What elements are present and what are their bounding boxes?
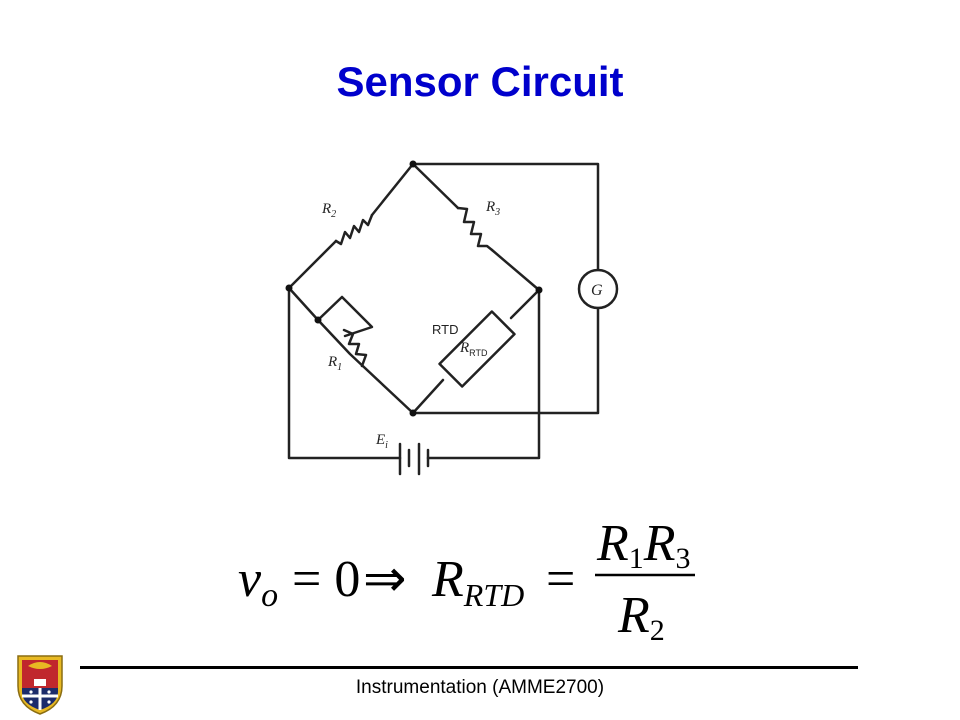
wire-top-right <box>411 162 460 210</box>
node-top <box>409 160 417 168</box>
eq-numerator: R1R3 <box>596 515 691 575</box>
wire-bottom-right-2 <box>509 288 541 320</box>
wire-source-right <box>426 288 541 460</box>
label-r3: R3 <box>485 199 500 218</box>
label-rtd-tag: RTD <box>432 322 458 337</box>
wire-top-left <box>287 239 338 290</box>
eq-equals-zero: = 0 <box>292 551 360 608</box>
resistor-r3 <box>456 206 494 252</box>
eq-equals: = <box>546 551 575 608</box>
node-left <box>285 284 293 292</box>
label-source: Ei <box>375 432 388 451</box>
eq-implies: ⇒ <box>363 551 407 608</box>
wire-bottom-right-1 <box>411 378 445 415</box>
wire-galvanometer-top <box>411 162 600 272</box>
label-galvanometer: G <box>591 282 603 299</box>
node-bottom <box>409 409 417 417</box>
rtd-element <box>438 310 516 388</box>
resistor-r2 <box>334 213 374 246</box>
label-rrtd: RRTD <box>459 340 488 358</box>
wire-top-right-2 <box>490 248 541 292</box>
battery <box>398 442 430 476</box>
balance-equation: vo = 0 ⇒ RRTD = R1R3 R2 <box>238 515 695 647</box>
wire-top-left-2 <box>370 162 415 217</box>
label-r2: R2 <box>321 201 336 220</box>
eq-vo: vo <box>238 551 278 614</box>
footer-course-name: Instrumentation (AMME2700) <box>355 677 605 698</box>
wire-galvanometer-bottom <box>411 306 600 415</box>
variable-resistor-loop <box>316 295 374 338</box>
footer-rule <box>80 666 858 669</box>
node-r1-tap <box>314 316 322 324</box>
eq-rrtd: RRTD <box>431 551 524 613</box>
wire-bottom-left <box>287 286 415 415</box>
slide-title: Sensor Circuit <box>336 58 624 105</box>
university-crest-logo <box>17 655 63 715</box>
label-r1: R1 <box>327 354 342 373</box>
wheatstone-bridge-diagram: R2 R3 R1 RTD RRTD G Ei <box>285 160 619 476</box>
node-right <box>535 286 543 294</box>
wire-source-left <box>287 286 402 460</box>
eq-denominator: R2 <box>617 587 665 647</box>
